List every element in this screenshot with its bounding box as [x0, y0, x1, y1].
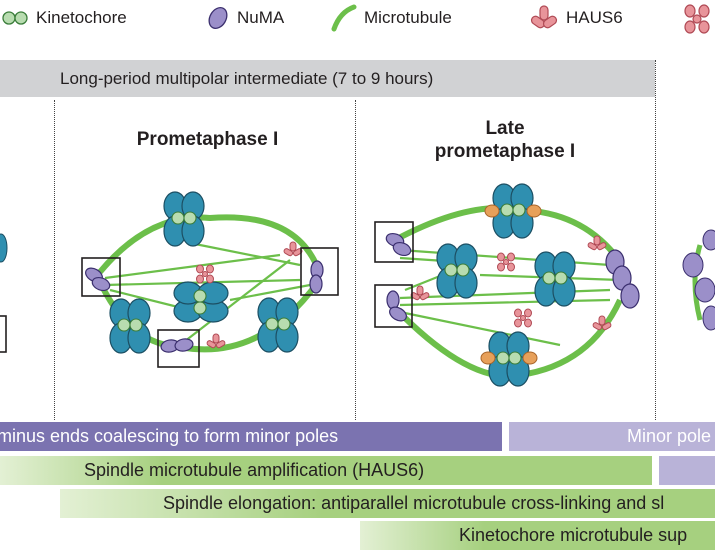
kinetochore-icon	[2, 11, 28, 25]
legend-haus6: HAUS6	[528, 0, 623, 36]
band-amplification: Spindle microtubule amplification (HAUS6…	[0, 456, 652, 485]
late-prometaphase-spindle	[374, 183, 640, 387]
phase-bar: Long-period multipolar intermediate (7 t…	[0, 60, 655, 97]
stage-divider	[355, 100, 356, 420]
next-stage-partial	[682, 229, 715, 331]
legend-kinetochore: Kinetochore	[0, 0, 127, 36]
legend-microtubule: Microtubule	[330, 0, 452, 36]
prometaphase-spindle	[81, 191, 339, 368]
previous-stage-partial	[0, 233, 8, 353]
spindle-diagram	[0, 183, 715, 387]
numa-icon	[208, 7, 228, 29]
band-minus-ends-label: minus ends coalescing to form minor pole…	[0, 426, 339, 446]
legend-haus6-label: HAUS6	[566, 8, 623, 27]
stage-title-late-line2: prometaphase I	[434, 141, 576, 162]
stage-divider	[54, 100, 55, 420]
legend-microtubule-label: Microtubule	[364, 8, 452, 27]
legend-numa: NuMA	[205, 0, 284, 36]
haus6-icon	[530, 5, 558, 29]
band-minus-ends: minus ends coalescing to form minor pole…	[0, 422, 502, 451]
phase-bar-label: Long-period multipolar intermediate (7 t…	[60, 68, 434, 88]
microtubule-icon	[331, 4, 357, 32]
legend-kinetochore-label: Kinetochore	[36, 8, 127, 27]
stage-title-prometaphase: Prometaphase I	[136, 129, 279, 150]
band-elongation-label: Spindle elongation: antiparallel microtu…	[163, 493, 665, 513]
band-kinetochore-mt: Kinetochore microtubule sup	[360, 521, 715, 550]
band-minor-poles-label: Minor pole	[627, 426, 712, 446]
band-elongation: Spindle elongation: antiparallel microtu…	[60, 489, 715, 518]
band-minor-poles: Minor pole	[509, 422, 715, 451]
haus-complex-icon	[684, 4, 710, 34]
stage-divider	[655, 60, 656, 420]
legend-numa-label: NuMA	[237, 8, 285, 27]
stage-title-late-line1: Late	[485, 118, 525, 139]
band-amplification-label: Spindle microtubule amplification (HAUS6…	[84, 460, 425, 480]
band-kinetochore-mt-label: Kinetochore microtubule sup	[459, 525, 688, 545]
band-minor-poles-cont	[659, 456, 715, 485]
